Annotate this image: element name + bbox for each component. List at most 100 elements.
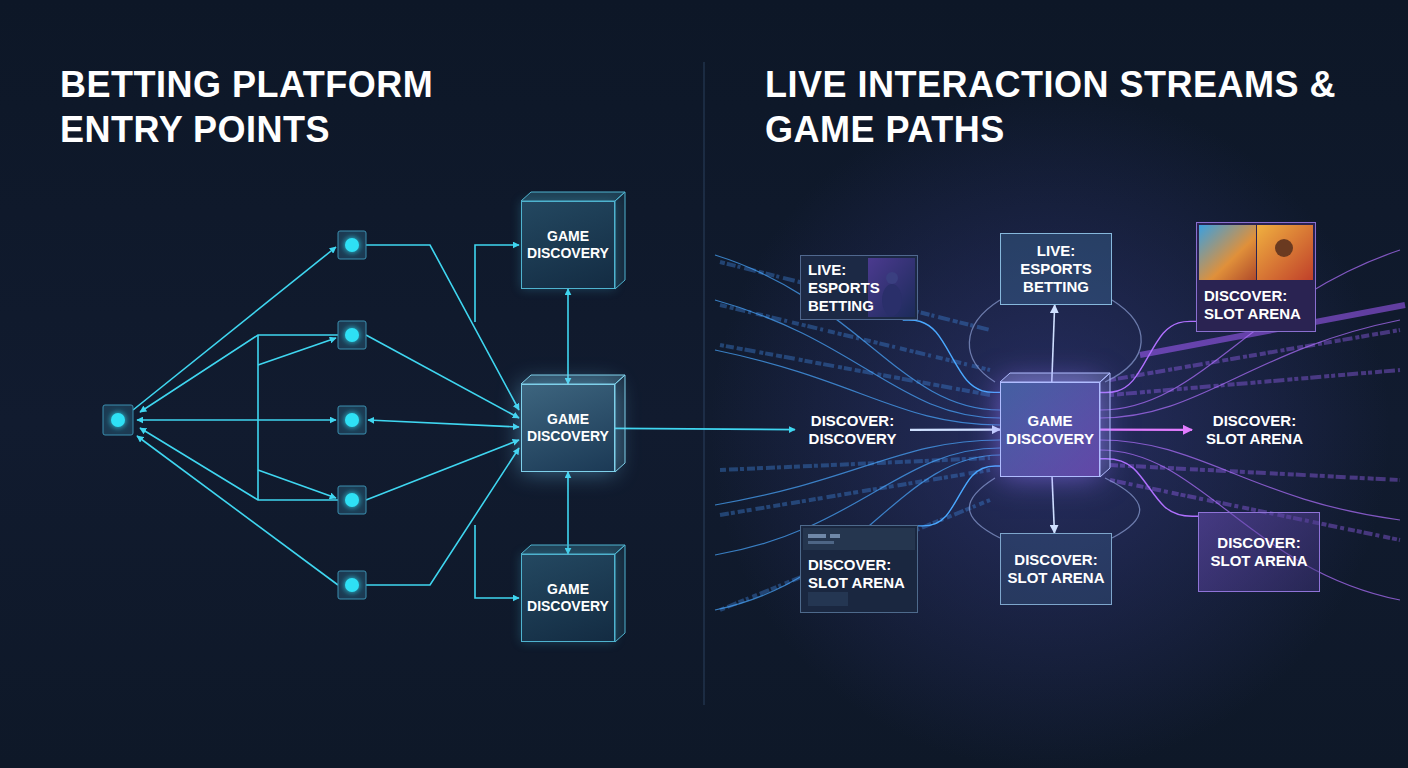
discovery-wire [475, 525, 519, 598]
thumbnail-mark [808, 534, 826, 538]
entry-wire [140, 428, 338, 500]
loop-arc [969, 300, 1000, 382]
panel-divider [704, 62, 705, 705]
node-text: GAME DISCOVERY [526, 411, 610, 445]
thumbnail-mark [808, 592, 848, 606]
connector [1100, 428, 1192, 431]
node-text: LIVE: ESPORTS BETTING [808, 261, 880, 315]
node-text: GAME DISCOVERY [526, 581, 610, 615]
cube-side [615, 192, 625, 289]
data-stream [720, 470, 990, 515]
cube-top [521, 375, 625, 384]
discovery-wire [475, 245, 519, 322]
entry-dot [345, 493, 359, 507]
stream-card: DISCOVER: SLOT ARENA [1196, 222, 1316, 332]
discovery-wire [366, 440, 519, 500]
entry-wire [140, 335, 338, 412]
entry-dot [345, 413, 359, 427]
entry-dot [345, 578, 359, 592]
entry-wire [258, 470, 336, 498]
thumbnail-mark [830, 534, 840, 538]
card-thumbnail [1199, 225, 1256, 280]
cube-node: GAME DISCOVERY [1000, 382, 1100, 477]
cube-top [521, 545, 625, 554]
stream-line [715, 255, 1000, 410]
entry-square [103, 405, 133, 435]
stream-line [715, 440, 1000, 505]
connector [910, 429, 1000, 431]
loop-arc [1105, 300, 1141, 382]
section-heading: LIVE INTERACTION STREAMS & GAME PATHS [765, 62, 1385, 152]
node-text: GAME DISCOVERY [526, 228, 610, 262]
connector [1052, 477, 1054, 533]
connector [918, 466, 1000, 526]
card-background [800, 255, 918, 320]
thumbnail-figure [882, 284, 902, 316]
card-thumbnail [1257, 225, 1313, 280]
node-text: DISCOVER: SLOT ARENA [1203, 534, 1315, 570]
entry-dot [111, 413, 125, 427]
page-title: BETTING PLATFORM ENTRY POINTS [60, 62, 510, 152]
node-text: DISCOVER: SLOT ARENA [1204, 287, 1311, 323]
path-label: DISCOVER: DISCOVERY [795, 408, 910, 452]
entry-square [338, 321, 366, 349]
node-text: DISCOVER: SLOT ARENA [808, 556, 913, 592]
cube-side [615, 545, 625, 642]
connector [1100, 321, 1196, 392]
data-stream [1110, 370, 1400, 395]
thumbnail-figure [1275, 239, 1293, 257]
data-stream [1110, 465, 1400, 480]
node-text: GAME DISCOVERY [1005, 412, 1095, 448]
thumbnail-figure [886, 272, 898, 284]
cube-side [615, 375, 625, 472]
card-thumbnail [803, 528, 915, 550]
entry-wire [258, 338, 336, 365]
entry-square [338, 231, 366, 259]
discovery-wire [366, 448, 519, 585]
connector [1052, 305, 1055, 382]
discovery-wire [366, 335, 519, 418]
node-text: DISCOVER: DISCOVERY [799, 412, 906, 448]
connector [1100, 459, 1198, 516]
cube-side [1100, 373, 1110, 477]
entry-dot [345, 238, 359, 252]
loop-arc [1105, 478, 1140, 538]
entry-square [338, 486, 366, 514]
card-background [800, 525, 918, 613]
node-text: DISCOVER: SLOT ARENA [1196, 412, 1313, 448]
stream-line [1100, 320, 1400, 418]
stream-line [1100, 450, 1400, 600]
stream-line [715, 455, 1000, 610]
cube-node: GAME DISCOVERY [521, 201, 615, 289]
stream-card: DISCOVER: SLOT ARENA [800, 525, 918, 613]
discovery-wire [366, 245, 519, 410]
cube-node: GAME DISCOVERY [521, 554, 615, 642]
path-box: LIVE: ESPORTS BETTING [1000, 233, 1112, 305]
stream-card: LIVE: ESPORTS BETTING [800, 255, 918, 320]
connector [615, 428, 795, 429]
entry-square [338, 406, 366, 434]
cube-top [1000, 373, 1110, 382]
node-text: DISCOVER: SLOT ARENA [1005, 551, 1107, 587]
entry-dot [345, 328, 359, 342]
entry-square [338, 571, 366, 599]
discovery-wire [368, 420, 519, 427]
card-background [1196, 222, 1316, 332]
entry-bus [257, 335, 259, 500]
cube-node: GAME DISCOVERY [521, 384, 615, 472]
path-box: DISCOVER: SLOT ARENA [1000, 533, 1112, 605]
entry-wire [137, 436, 338, 585]
node-text: LIVE: ESPORTS BETTING [1005, 242, 1107, 296]
path-box: DISCOVER: SLOT ARENA [1198, 512, 1320, 592]
loop-arc [969, 478, 1000, 538]
connector [567, 289, 569, 384]
cube-top [521, 192, 625, 201]
stream-line [715, 448, 1000, 555]
entry-wire [133, 247, 336, 410]
entry-wire [137, 419, 336, 421]
connector [567, 472, 569, 554]
stream-line [1100, 440, 1400, 520]
connector [903, 320, 1000, 392]
path-label: DISCOVER: SLOT ARENA [1192, 408, 1317, 452]
thumbnail-mark [808, 541, 834, 544]
